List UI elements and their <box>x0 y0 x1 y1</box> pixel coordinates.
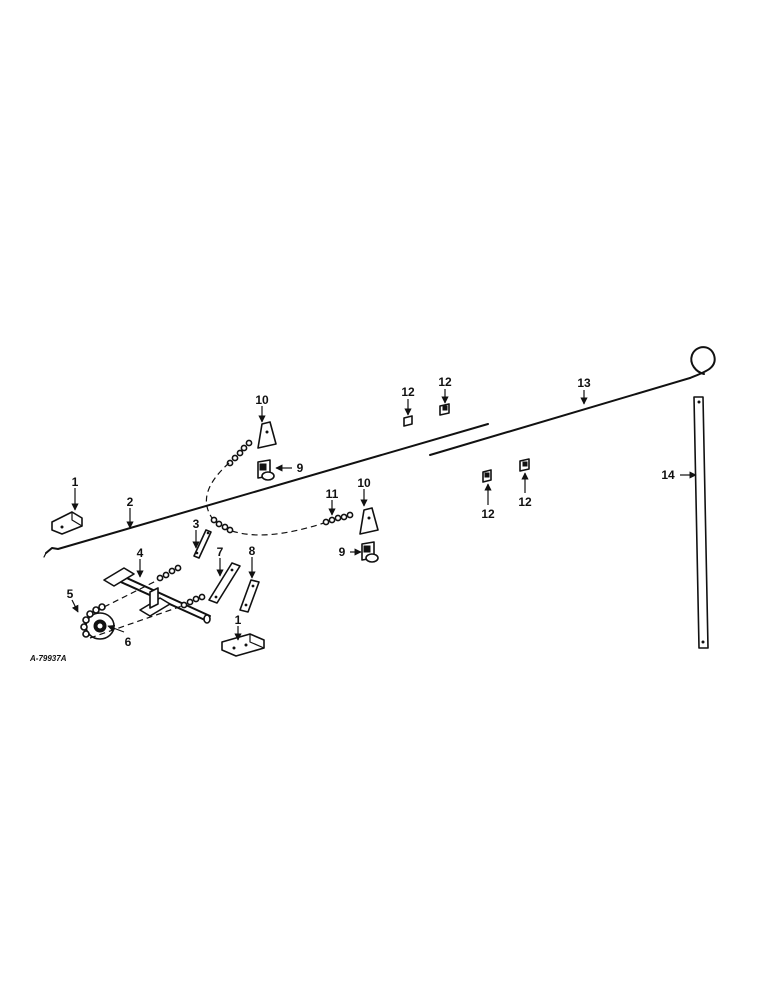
callout-4: 4 <box>137 546 144 560</box>
chain-routing-lines <box>89 462 325 639</box>
callout-12-d: 12 <box>518 495 532 509</box>
strap-part-7 <box>208 562 241 604</box>
bar-part-14 <box>693 396 709 649</box>
callout-8: 8 <box>249 544 256 558</box>
chain-part-11 <box>322 511 354 526</box>
callout-10-lower: 10 <box>357 476 371 490</box>
bracket-part-10-lower <box>359 507 379 535</box>
chain-links-upper <box>226 439 253 467</box>
strap-part-8 <box>239 579 260 613</box>
callout-1-lower: 1 <box>235 613 242 627</box>
callout-14: 14 <box>661 468 675 482</box>
bracket-part-1-upper <box>51 511 83 535</box>
callout-9-lower: 9 <box>339 545 346 559</box>
roller-part-9-lower <box>361 541 379 563</box>
callout-11: 11 <box>326 487 339 501</box>
callout-12-b: 12 <box>438 375 452 389</box>
callout-labels: 1 2 3 4 5 6 7 8 1 9 10 11 10 9 12 12 12 … <box>67 375 675 649</box>
clip-part-12-c <box>482 469 492 483</box>
leader-arrows <box>71 389 697 641</box>
callout-1-upper: 1 <box>72 475 79 489</box>
sprocket-part-6 <box>85 612 115 640</box>
roller-part-9-upper <box>257 459 275 481</box>
callout-7: 7 <box>217 545 224 559</box>
chain-links-middle <box>210 516 234 534</box>
callout-2: 2 <box>127 495 134 509</box>
callout-5: 5 <box>67 587 74 601</box>
bracket-part-10-upper <box>257 421 277 449</box>
clip-part-12-b <box>439 403 450 416</box>
turnbuckle-part-3 <box>193 529 212 559</box>
figure-id: A-79937A <box>29 654 67 663</box>
shaft-part-4 <box>103 567 211 624</box>
clip-part-12-a <box>403 415 413 427</box>
chain-links-lower <box>156 564 206 609</box>
callout-10-upper: 10 <box>255 393 269 407</box>
bracket-part-1-lower <box>221 633 265 657</box>
callout-12-a: 12 <box>401 385 415 399</box>
chain-part-5 <box>80 603 106 638</box>
control-rod-part-13 <box>429 346 716 456</box>
control-rod-part-2 <box>43 423 489 558</box>
clip-part-12-d <box>519 458 530 472</box>
callout-12-c: 12 <box>481 507 495 521</box>
callout-9-upper: 9 <box>297 461 304 475</box>
callout-13: 13 <box>577 376 591 390</box>
callout-6: 6 <box>125 635 132 649</box>
callout-3: 3 <box>193 517 200 531</box>
